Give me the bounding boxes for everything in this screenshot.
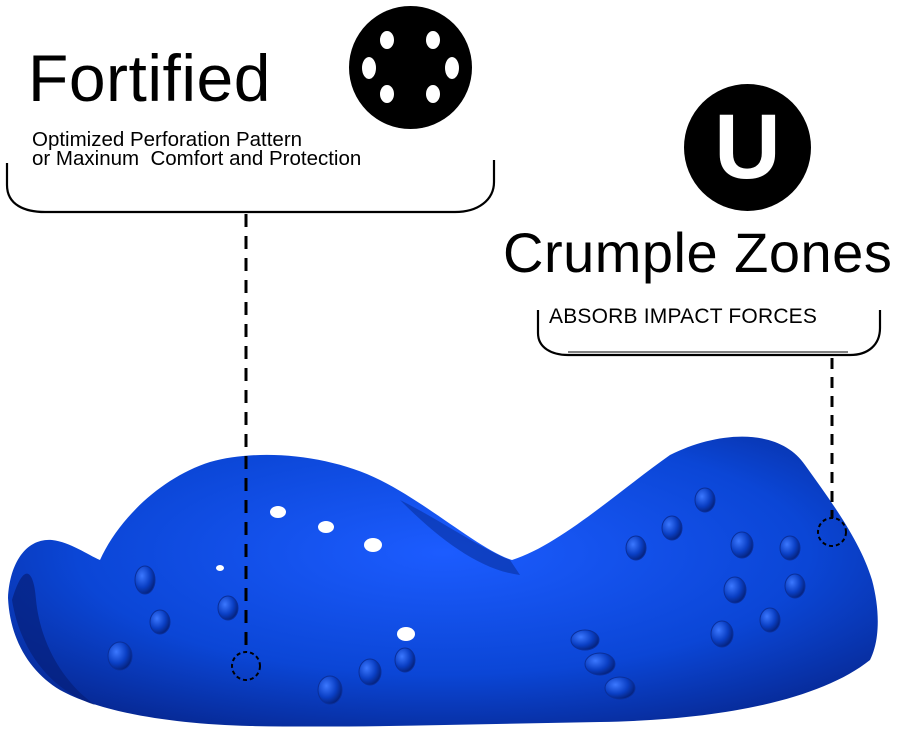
crumple-bump xyxy=(394,647,416,673)
crumple-bump xyxy=(710,620,734,648)
perforation-hole xyxy=(397,627,415,641)
crumple-bracket xyxy=(536,310,882,357)
crumple-bump xyxy=(730,531,754,559)
crumple-bump xyxy=(694,487,716,513)
crumple-bump xyxy=(784,573,806,599)
perforation-pattern-icon xyxy=(349,6,472,129)
fortified-heading: Fortified xyxy=(28,41,271,115)
crumple-target-circle xyxy=(817,517,847,547)
crumple-bump xyxy=(661,515,683,541)
fortified-description-line2: or Maxinum Comfort and Protection xyxy=(32,147,362,170)
crumple-bump xyxy=(604,676,636,700)
crumple-bump xyxy=(723,576,747,604)
fortified-description-line1: Optimized Perforation Pattern xyxy=(32,128,303,151)
crumple-zones-heading: Crumple Zones xyxy=(503,221,893,284)
crumple-bump xyxy=(759,607,781,633)
crumple-bump xyxy=(149,609,171,635)
fortified-bracket xyxy=(5,160,496,214)
crumple-bump xyxy=(134,565,156,595)
crumple-bump xyxy=(358,658,382,686)
center-fold-shadow xyxy=(400,500,520,575)
crumple-bump xyxy=(570,629,600,651)
crumple-bumps xyxy=(107,487,806,705)
crumple-bump xyxy=(107,641,133,671)
mouthguard-shape xyxy=(8,436,878,727)
perforation-dots xyxy=(362,31,459,103)
perforation-hole xyxy=(216,565,224,571)
perforation-hole xyxy=(364,538,382,552)
u-letter-icon: U xyxy=(684,84,811,211)
crumple-bump xyxy=(779,535,801,561)
u-letter: U xyxy=(714,96,781,198)
crumple-bump xyxy=(625,535,647,561)
crumple-zones-description: ABSORB IMPACT FORCES xyxy=(549,305,818,328)
crumple-bump xyxy=(317,675,343,705)
flange-shadow xyxy=(12,573,95,705)
perforation-holes xyxy=(216,506,415,641)
mouthguard-body xyxy=(8,436,878,727)
perforation-hole xyxy=(270,506,286,518)
crumple-bump xyxy=(584,652,616,676)
fortified-target-circle xyxy=(231,651,261,681)
perforation-hole xyxy=(318,521,334,533)
crumple-bump xyxy=(217,595,239,621)
fortified-description: Optimized Perforation Pattern or Maxinum… xyxy=(32,128,362,170)
